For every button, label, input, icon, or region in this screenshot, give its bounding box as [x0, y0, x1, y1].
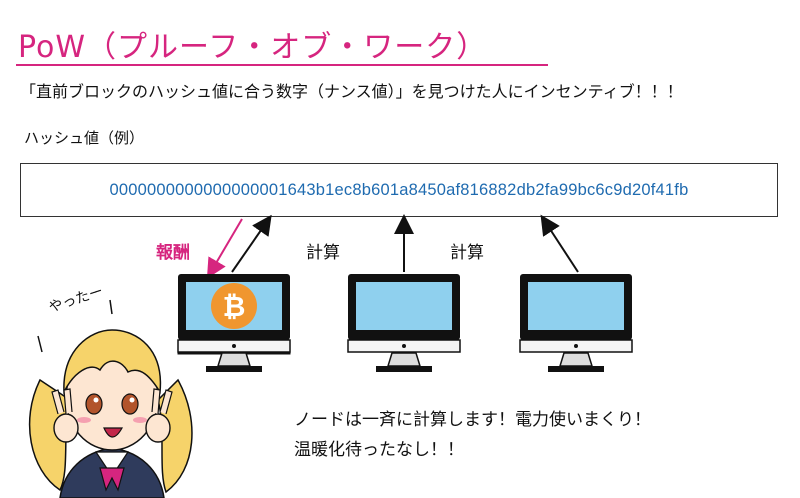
page-title: PoW（プルーフ・オブ・ワーク）: [18, 30, 488, 65]
computer-icon-3: [519, 274, 633, 372]
compute-label-2: 計算: [450, 243, 484, 263]
computer-icon-2: [347, 274, 461, 372]
hash-caption: ハッシュ値（例）: [24, 129, 145, 147]
bitcoin-icon: ₿: [211, 283, 257, 329]
svg-text:₿: ₿: [223, 290, 246, 323]
hash-value: 0000000000000000001643b1ec8b601a8450af81…: [109, 180, 689, 199]
title-underline: [16, 64, 548, 66]
reward-arrow: [206, 218, 243, 279]
explanation-line-2: 温暖化待ったなし！！: [294, 440, 464, 460]
cartoon-girl-illustration: [28, 329, 193, 498]
compute-arrow-3: [540, 214, 579, 273]
compute-label-1: 計算: [306, 243, 340, 263]
computer-icon-1: ₿: [177, 274, 291, 372]
explanation-line-1: ノードは一斉に計算します！電力使いまくり！: [294, 410, 651, 430]
speech-marks: [37, 299, 113, 353]
reward-label: 報酬: [156, 243, 190, 263]
node-explanation: ノードは一斉に計算します！電力使いまくり！ 温暖化待ったなし！！: [294, 405, 651, 465]
compute-arrow-1: [231, 214, 272, 273]
description-text: 「直前ブロックのハッシュ値に合う数字（ナンス値）」を見つけた人にインセンティブ！…: [20, 82, 683, 101]
